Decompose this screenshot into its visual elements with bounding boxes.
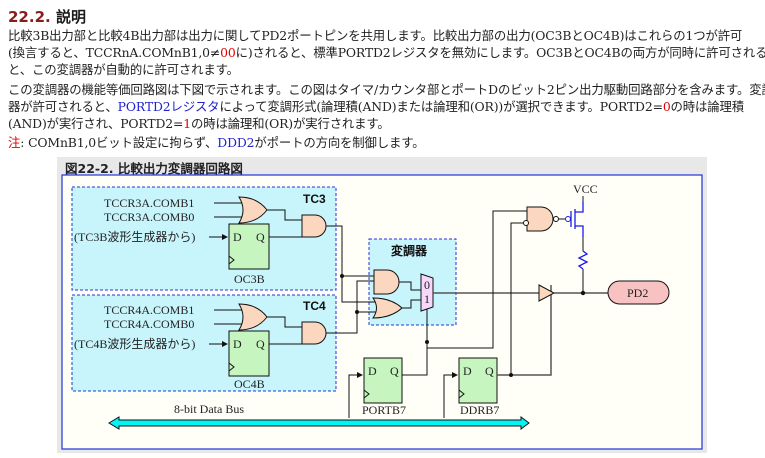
mux-input-1: 1 (424, 292, 430, 306)
output-buffer (538, 284, 556, 302)
ddrb7-d: D (463, 364, 472, 378)
oc4b-label: OC4B (234, 377, 265, 391)
portd2-register-link[interactable]: PORTD2レジスタ (117, 99, 220, 114)
text-span: に)されると、標準PORTD2レジスタを無効にします。OC3BとOC4Bの両方が… (235, 45, 765, 60)
section-heading: 22.2. 説明 (8, 6, 86, 27)
text-span: の時は論理積 (670, 99, 745, 114)
tc3-region (71, 186, 337, 291)
paragraph-1: 比較3B出力部と比較4B出力部は出力に関してPD2ポートピンを共用します。比較出… (8, 27, 765, 78)
portb7-q: Q (390, 364, 399, 378)
text-span: によって変調形式(論理積(AND)または論理和(OR))が選択できます。PORT… (219, 99, 663, 114)
oc3b-q: Q (256, 230, 265, 244)
tc3-comb1-label: TCCR3A.COMB1 (104, 196, 194, 210)
tc3-or-gate (238, 196, 268, 224)
pd2-pin (607, 280, 670, 305)
modulator-label: 変調器 (391, 243, 428, 258)
tc4-waveform-label: (TC4B波形生成器から) (74, 337, 195, 351)
note-label: 注 (8, 135, 21, 150)
figure-title: 図22-2. 比較出力変調器回路図 (65, 161, 243, 176)
portb7-flipflop (363, 357, 403, 404)
highlight-value: 0 (662, 99, 671, 114)
text-span: : COMnB1,0ビット設定に拘らず、 (20, 135, 218, 150)
text-span: (AND)が実行され、PORTD2= (8, 116, 184, 131)
paragraph-1-line-3: と、この変調器が自動的に許可されます。 (8, 62, 239, 77)
tc3-label: TC3 (303, 192, 326, 206)
resistor-icon (577, 250, 589, 270)
tc4-comb0-label: TCCR4A.COMB0 (104, 317, 194, 331)
tc3-comb0-label: TCCR3A.COMB0 (104, 210, 194, 224)
portb7-d: D (368, 364, 377, 378)
section-title: 説明 (55, 8, 86, 26)
pmos-transistor (570, 202, 584, 237)
oc3b-d: D (233, 230, 242, 244)
tc4-or-gate (238, 303, 268, 331)
tc3-and-gate (301, 214, 327, 238)
data-bus-label: 8-bit Data Bus (174, 402, 244, 416)
paragraph-2: この変調器の機能等価回路図は下図で示されます。この図はタイマ/カウンタ部とポート… (8, 81, 765, 132)
paragraph-2-line-1: この変調器の機能等価回路図は下図で示されます。この図はタイマ/カウンタ部とポート… (8, 82, 765, 97)
text-span: の時は論理和(OR)が実行されます。 (190, 116, 390, 131)
paragraph-1-line-1: 比較3B出力部と比較4B出力部は出力に関してPD2ポートピンを共用します。比較出… (8, 28, 743, 43)
multiplexer (420, 273, 434, 312)
paragraph-1-line-2: (換言すると、TCCRnA.COMnB1,0≠00に)されると、標準PORTD2… (8, 44, 765, 61)
tc4-comb1-label: TCCR4A.COMB1 (104, 303, 194, 317)
modulator-or-gate (372, 297, 403, 319)
oc4b-d: D (233, 337, 242, 351)
text-span: 器が許可されると、 (8, 99, 118, 114)
ddrb7-q: Q (485, 364, 494, 378)
oc3b-flipflop (228, 223, 270, 270)
data-bus-arrow (108, 416, 530, 430)
paragraph-2-line-3: (AND)が実行され、PORTD2=1の時は論理和(OR)が実行されます。 (8, 115, 760, 132)
paragraph-2-line-2: 器が許可されると、PORTD2レジスタによって変調形式(論理積(AND)または論… (8, 98, 760, 115)
section-number: 22.2. (8, 8, 51, 26)
nand-gate (526, 206, 554, 232)
figure-22-2: 図22-2. 比較出力変調器回路図 TC3 TC4 変調器 TCCR3A.COM… (57, 157, 707, 453)
tc4-and-gate (301, 321, 327, 345)
tc4-region (71, 294, 337, 392)
oc4b-flipflop (228, 330, 270, 377)
tc3-waveform-label: (TC3B波形生成器から) (74, 230, 195, 244)
note: 注: COMnB1,0ビット設定に拘らず、DDD2がポートの方向を制御します。 (8, 134, 760, 151)
portb7-label: PORTB7 (362, 403, 406, 417)
text-span: (換言すると、TCCRnA.COMnB1,0≠ (8, 45, 221, 60)
circuit-diagram: TC3 TC4 変調器 TCCR3A.COMB1 TCCR3A.COMB0 (T… (61, 174, 703, 450)
ddrb7-label: DDRB7 (460, 403, 499, 417)
oc4b-q: Q (256, 337, 265, 351)
oc3b-label: OC3B (234, 272, 265, 286)
highlight-value: 1 (183, 116, 191, 131)
text-span: がポートの方向を制御します。 (254, 135, 425, 150)
modulator-and-gate (373, 269, 400, 295)
highlight-value: 00 (220, 45, 236, 60)
mux-input-0: 0 (424, 278, 430, 292)
vcc-label: VCC (573, 182, 598, 196)
ddd2-link[interactable]: DDD2 (217, 135, 255, 150)
ddrb7-flipflop (458, 357, 498, 404)
pd2-label: PD2 (627, 286, 648, 300)
tc4-label: TC4 (303, 299, 326, 313)
